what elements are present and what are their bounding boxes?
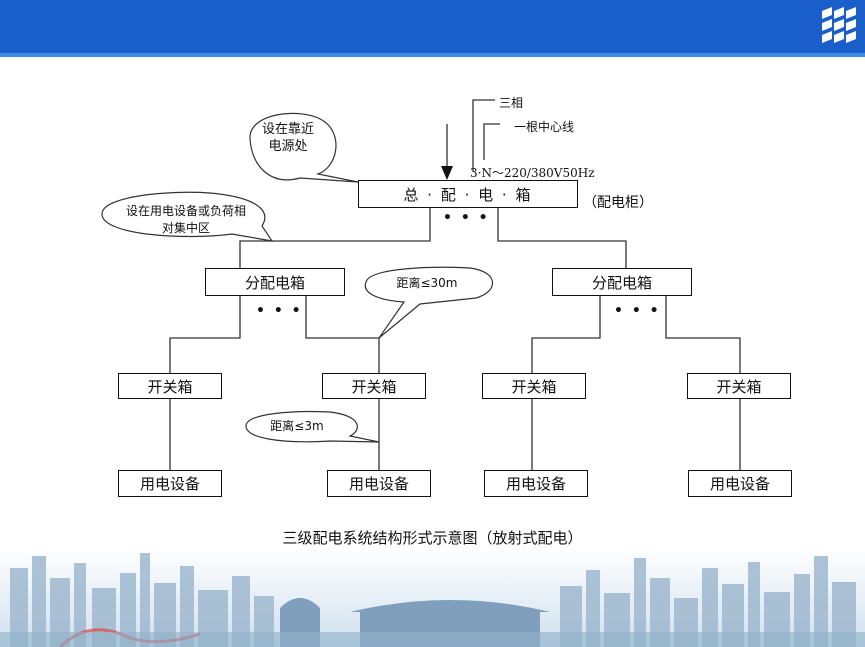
switch-box-1: 开关箱 bbox=[118, 373, 222, 399]
sub-distribution-box-right: 分配电箱 bbox=[552, 268, 692, 296]
distance-3m-label: 距离≤3m bbox=[270, 419, 324, 433]
annotation-three-phase: 三相 bbox=[499, 96, 524, 110]
ellipsis-main: • • • bbox=[443, 210, 490, 226]
equipment-box-1: 用电设备 bbox=[118, 470, 222, 497]
distance-30m-label: 距离≤30m bbox=[396, 276, 458, 290]
sub-distribution-box-left: 分配电箱 bbox=[205, 268, 345, 296]
equipment-box-2: 用电设备 bbox=[327, 470, 431, 497]
annotation-neutral-line: 一根中心线 bbox=[514, 120, 575, 134]
header-underline bbox=[0, 53, 865, 57]
city-skyline-image bbox=[0, 548, 865, 647]
main-box-note: （配电柜） bbox=[583, 195, 653, 211]
main-distribution-box: 总 · 配 · 电 · 箱 bbox=[358, 180, 578, 208]
ellipsis-right: • • • bbox=[614, 303, 661, 319]
diagram-caption: 三级配电系统结构形式示意图（放射式配电） bbox=[282, 529, 583, 547]
switch-box-3: 开关箱 bbox=[482, 373, 586, 399]
building-logo-icon bbox=[822, 7, 856, 43]
ellipsis-left: • • • bbox=[256, 303, 303, 319]
bubble-main-text: 设在靠近电源处 bbox=[262, 122, 315, 154]
switch-box-2: 开关箱 bbox=[322, 373, 426, 399]
equipment-box-3: 用电设备 bbox=[484, 470, 588, 497]
annotation-voltage: 3·N～220/380V50Hz bbox=[470, 166, 595, 180]
switch-box-4: 开关箱 bbox=[687, 373, 791, 399]
equipment-box-4: 用电设备 bbox=[688, 470, 792, 497]
header-bar bbox=[0, 0, 865, 53]
bubble-sub-text: 设在用电设备或负荷相对集中区 bbox=[125, 204, 246, 235]
